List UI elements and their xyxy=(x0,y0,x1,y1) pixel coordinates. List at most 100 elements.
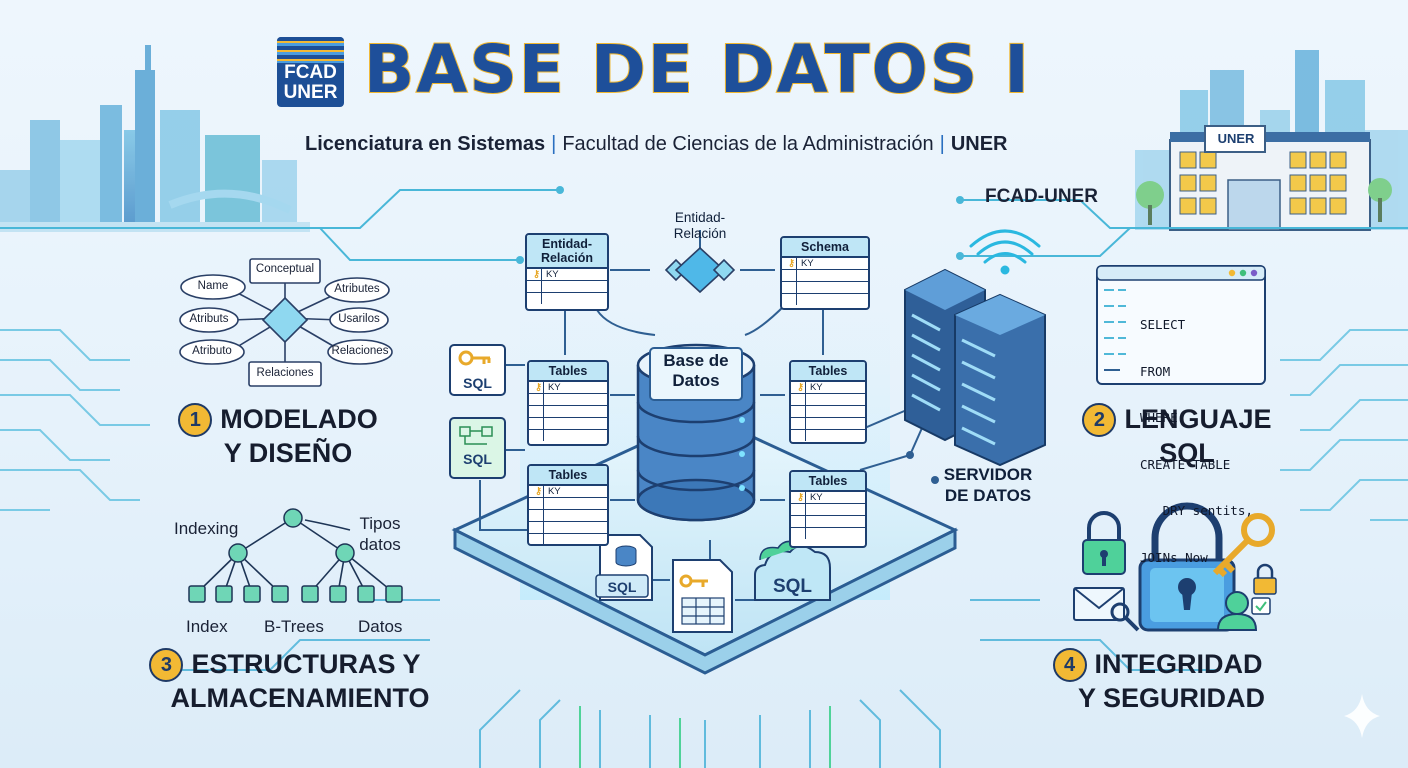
card-row xyxy=(791,504,865,516)
er-diamond-chain xyxy=(664,246,736,294)
tree-label-tipos: Tipos xyxy=(359,514,401,533)
server-label: SERVIDOR DE DATOS xyxy=(938,464,1038,506)
section-title-line1: LENGUAJE xyxy=(1124,404,1272,434)
section-number-badge: 2 xyxy=(1082,403,1117,437)
key-icon xyxy=(1212,513,1275,578)
card-row xyxy=(791,516,865,528)
logo-waves xyxy=(277,37,344,63)
section-title-line2: Y SEGURIDAD xyxy=(1078,683,1266,713)
user-icon xyxy=(1216,591,1271,631)
logo-text-line1: FCAD xyxy=(284,62,337,83)
small-lock-icon xyxy=(1253,563,1277,595)
sql-window xyxy=(1096,265,1266,385)
section-number-badge: 4 xyxy=(1052,648,1087,682)
lock-icon-large xyxy=(1138,502,1236,632)
key-icon: ⚷ xyxy=(797,492,804,503)
sparkle-icon xyxy=(1344,694,1380,738)
er-label-name: Name xyxy=(197,280,229,292)
card-row xyxy=(529,418,607,430)
subtitle-separator: | xyxy=(551,133,557,155)
section-title-line2: ALMACENAMIENTO xyxy=(170,683,430,713)
card-title: Entidad- Relación xyxy=(527,235,607,269)
card-row xyxy=(527,281,607,293)
table-card-tables-1: Tables ⚷KY xyxy=(527,360,609,446)
card-row xyxy=(791,430,865,441)
table-card-tables-2: Tables ⚷KY xyxy=(789,360,867,444)
er-chain-label: Entidad- Relación xyxy=(650,210,750,242)
section-title-line2: Y DISEÑO xyxy=(223,438,353,468)
subtitle: Licenciatura en Sistemas|Facultad de Cie… xyxy=(305,133,1008,156)
sql-label-cloud: SQL xyxy=(772,576,813,597)
card-title: Schema xyxy=(782,238,868,258)
sql-code-line: CREATE TABLE xyxy=(1140,456,1231,472)
card-row xyxy=(782,282,868,294)
er-label-relaciones: Relaciones xyxy=(331,345,389,357)
card-title: Tables xyxy=(791,362,865,382)
er-label-atributo: Atributo xyxy=(192,345,232,357)
subtitle-degree: Licenciatura en Sistemas xyxy=(305,133,546,155)
uner-building xyxy=(1136,125,1392,231)
card-row xyxy=(791,528,865,539)
left-skyline xyxy=(0,45,310,232)
card-title-line1: Entidad- xyxy=(542,237,592,251)
database-icon xyxy=(636,343,756,522)
db-lights xyxy=(739,417,745,491)
tree-label-index: Index xyxy=(186,617,228,636)
er-label-usarilos: Usarilos xyxy=(338,313,380,325)
building-sign: UNER xyxy=(1217,131,1255,146)
logo-text-line2: UNER xyxy=(283,82,338,103)
card-row xyxy=(529,406,607,418)
card-row xyxy=(529,394,607,406)
card-row xyxy=(529,498,607,510)
er-label-atributs: Atributs xyxy=(189,313,229,325)
card-row: ⚷KY xyxy=(527,269,607,281)
subtitle-university: UNER xyxy=(950,133,1008,155)
server-label-line2: DE DATOS xyxy=(944,486,1032,505)
campus-label: FCAD-UNER xyxy=(985,186,1098,207)
sql-file-icon xyxy=(595,534,653,601)
server-label-line1: SERVIDOR xyxy=(943,465,1033,484)
card-title-line2: Relación xyxy=(540,251,594,265)
card-row xyxy=(529,534,607,544)
key-icon: ⚷ xyxy=(535,486,542,497)
card-row: ⚷KY xyxy=(529,382,607,394)
btree-nodes xyxy=(188,508,403,603)
sql-code-line: JOINs Now xyxy=(1140,549,1208,565)
header-circuits xyxy=(0,189,1408,261)
card-row: ⚷KY xyxy=(791,382,865,394)
sql-code-line: WHERE xyxy=(1140,410,1178,425)
er-label-conceptual: Conceptual xyxy=(255,263,315,275)
er-chain-label-line2: Relación xyxy=(673,226,727,241)
sql-code: SELECT FROM WHERE CREATE TABLE DRY senti… xyxy=(1140,286,1253,581)
tree-label-indexing: Indexing xyxy=(174,519,239,538)
section-title-line1: ESTRUCTURAS Y xyxy=(191,649,421,679)
card-title: Tables xyxy=(529,362,607,382)
sql-label-key-box: SQL xyxy=(463,375,492,391)
er-label-relaciones-2: Relaciones xyxy=(256,367,314,379)
side-circuits xyxy=(0,329,1408,521)
er-chain-label-line1: Entidad- xyxy=(674,210,726,225)
section-title-line1: INTEGRIDAD xyxy=(1094,649,1263,679)
server-icon xyxy=(904,268,1046,467)
tree-label-datos-top: datos xyxy=(359,535,401,554)
sql-code-line: DRY sentits, xyxy=(1140,503,1253,518)
diagram-sql-box xyxy=(449,417,506,479)
card-row xyxy=(527,293,607,304)
tree-label-btrees: B-Trees xyxy=(264,617,324,636)
lock-icon xyxy=(1082,511,1126,575)
sql-code-line: FROM xyxy=(1140,363,1171,379)
section-title-line1: MODELADO xyxy=(220,404,378,434)
card-row xyxy=(791,394,865,406)
er-diagram-art xyxy=(179,258,393,387)
card-row: ⚷KY xyxy=(782,258,868,270)
section-number-badge: 1 xyxy=(178,403,213,437)
key-icon: ⚷ xyxy=(788,258,795,269)
card-row xyxy=(529,510,607,522)
envelope-icon xyxy=(1073,587,1140,632)
sql-code-line: SELECT xyxy=(1140,317,1186,332)
card-row xyxy=(529,430,607,441)
